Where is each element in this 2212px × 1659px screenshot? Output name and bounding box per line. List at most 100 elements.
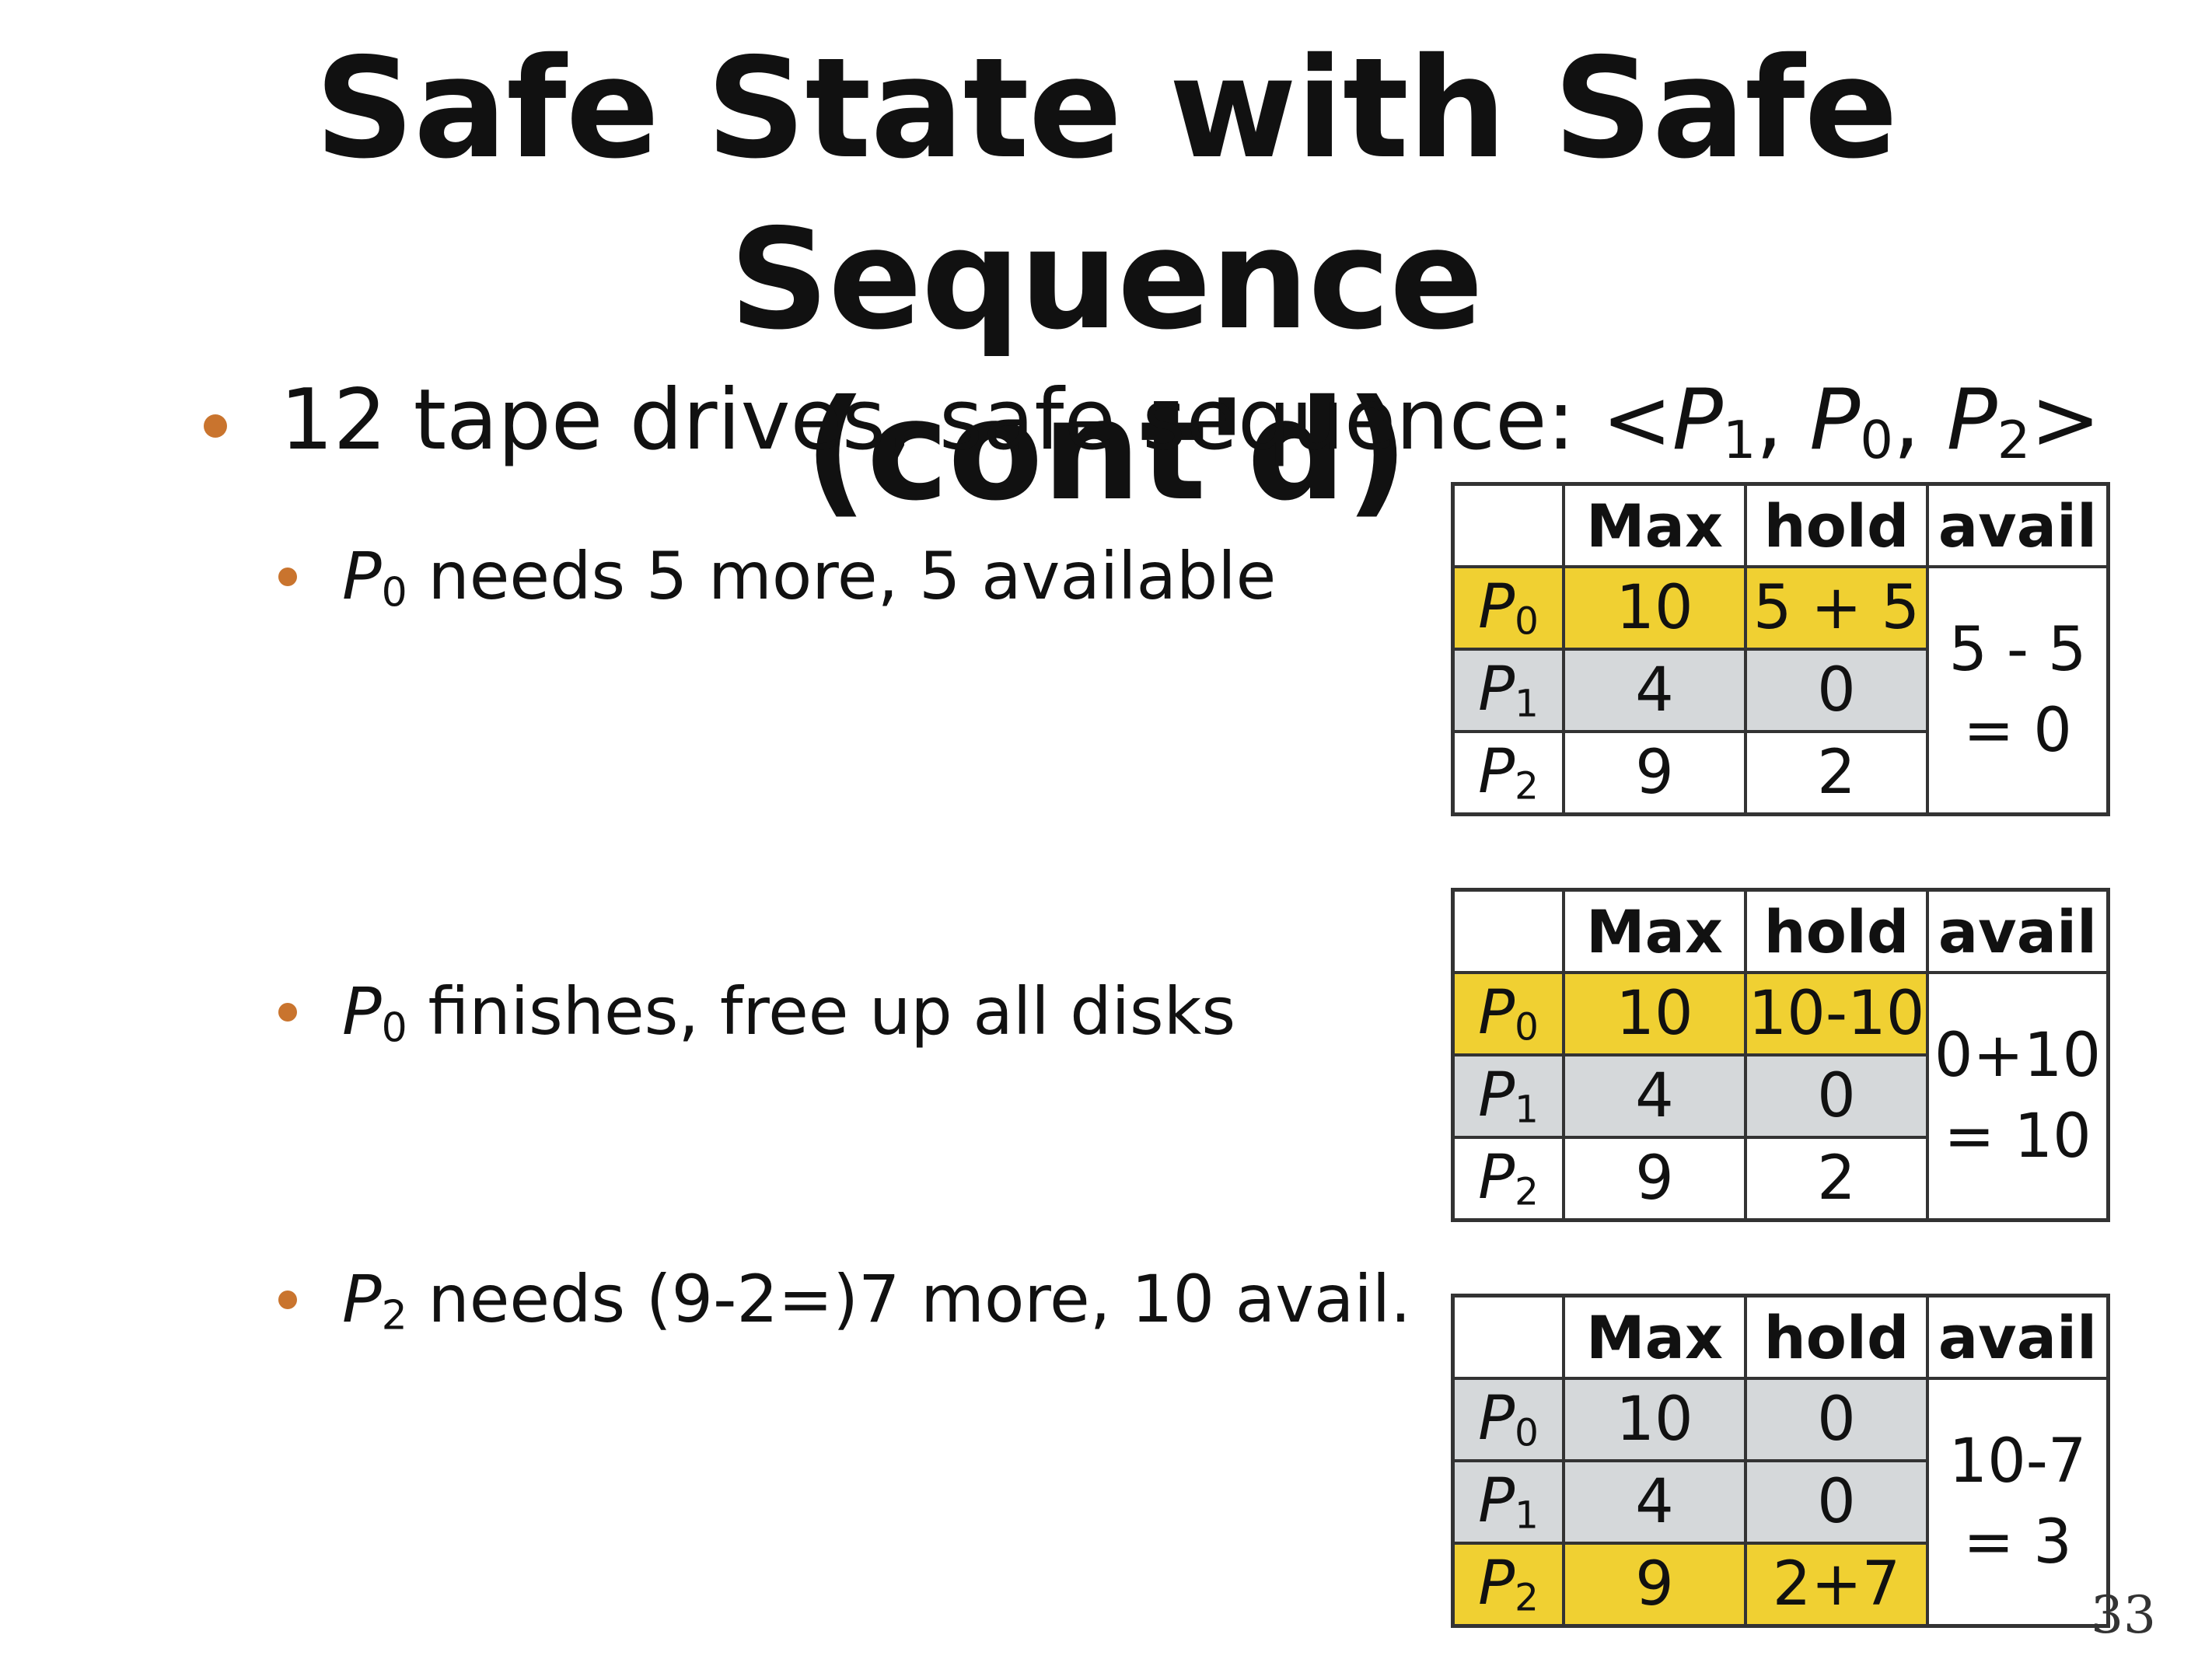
hold-cell: 10-10 (1744, 971, 1929, 1057)
page-number: 33 (2091, 1585, 2156, 1645)
hold-cell: 0 (1744, 1459, 1929, 1545)
sub-bullet-2-p: P (342, 973, 382, 1050)
sub-bullet-dot-2 (278, 1003, 297, 1022)
slide-title: Safe State with Safe Sequence (cont'd) (0, 23, 2212, 536)
max-cell: 4 (1562, 1459, 1747, 1545)
process-cell: P2 (1451, 1136, 1565, 1222)
hold-cell: 2 (1744, 730, 1929, 816)
process-sub: 1 (1515, 1088, 1539, 1132)
max-cell: 4 (1562, 1053, 1747, 1139)
process-sub: 0 (1515, 599, 1539, 644)
hold-cell: 5 + 5 (1744, 565, 1929, 651)
hold-cell: 0 (1744, 648, 1929, 733)
seq-p0-sub: 0 (1860, 410, 1893, 471)
process-letter: P (1478, 572, 1515, 643)
process-letter: P (1478, 978, 1515, 1049)
avail-cell: 10-7 = 3 (1926, 1377, 2110, 1628)
process-letter: P (1478, 1466, 1515, 1537)
max-cell: 10 (1562, 1377, 1747, 1462)
header-avail: avail (1926, 888, 2110, 974)
process-cell: P0 (1451, 565, 1565, 651)
table-row: P2 9 2 (1451, 730, 2109, 816)
bullet-dot (204, 414, 227, 438)
hold-cell: 0 (1744, 1377, 1929, 1462)
seq-p2: P (1946, 372, 1997, 469)
header-empty (1451, 482, 1565, 568)
bullet-main-text: 12 tape drives, safe sequence: < (280, 372, 1672, 469)
max-cell: 9 (1562, 730, 1747, 816)
avail-line-1: 10-7 (1948, 1427, 2087, 1497)
seq-p0: P (1809, 372, 1861, 469)
header-hold: hold (1744, 1294, 1929, 1380)
hold-cell: 2+7 (1744, 1542, 1929, 1628)
process-letter: P (1478, 1060, 1515, 1131)
table-row: P0 10 10-10 0+10 = 10 (1451, 971, 2110, 1222)
avail-line-1: 5 - 5 (1948, 615, 2087, 685)
allocation-table-1: Max hold avail P0 10 5 + 5 5 - 5 = 0 P1 … (1451, 482, 2110, 816)
avail-line-2: = 0 (1963, 696, 2072, 766)
sub-bullet-dot-3 (278, 1291, 297, 1309)
seq-p2-sub: 2 (1997, 410, 2031, 471)
sub-bullet-3-p: P (342, 1261, 382, 1337)
sub-bullet-1: P0 needs 5 more, 5 available (342, 538, 1276, 616)
process-cell: P1 (1451, 1053, 1565, 1139)
header-empty (1451, 888, 1565, 974)
table-row: P2 9 2 (1451, 1136, 2109, 1222)
table-header-row: Max hold avail (1451, 888, 2110, 974)
table-row: P0 10 5 + 5 5 - 5 = 0 (1451, 565, 2110, 816)
title-line-2: (cont'd) (804, 370, 1408, 531)
table-row: P1 4 0 (1451, 1053, 2109, 1139)
header-max: Max (1562, 482, 1747, 568)
hold-cell: 2 (1744, 1136, 1929, 1222)
process-sub: 2 (1515, 1170, 1539, 1214)
process-sub: 0 (1515, 1005, 1539, 1050)
max-cell: 10 (1562, 565, 1747, 651)
process-letter: P (1478, 737, 1515, 808)
sub-bullet-3-text: needs (9-2=)7 more, 10 avail. (407, 1261, 1411, 1337)
table-header-row: Max hold avail (1451, 482, 2110, 568)
header-max: Max (1562, 888, 1747, 974)
avail-cell: 0+10 = 10 (1926, 971, 2110, 1222)
process-cell: P1 (1451, 648, 1565, 733)
process-letter: P (1478, 1384, 1515, 1455)
sub-bullet-1-sub: 0 (381, 569, 407, 616)
process-sub: 2 (1515, 764, 1539, 809)
table-row: P1 4 0 (1451, 1459, 2109, 1545)
sub-bullet-3: P2 needs (9-2=)7 more, 10 avail. (342, 1261, 1411, 1339)
process-sub: 2 (1515, 1576, 1539, 1620)
sub-bullet-3-sub: 2 (381, 1292, 407, 1339)
sub-bullet-dot-1 (278, 568, 297, 586)
sub-bullet-2-text: finishes, free up all disks (407, 973, 1236, 1050)
seq-sep-2: , (1892, 372, 1947, 469)
header-avail: avail (1926, 482, 2110, 568)
max-cell: 10 (1562, 971, 1747, 1057)
header-max: Max (1562, 1294, 1747, 1380)
header-empty (1451, 1294, 1565, 1380)
sub-bullet-1-p: P (342, 538, 382, 614)
process-cell: P1 (1451, 1459, 1565, 1545)
avail-cell: 5 - 5 = 0 (1926, 565, 2110, 816)
avail-line-2: = 3 (1963, 1507, 2072, 1577)
table-row: P0 10 0 10-7 = 3 (1451, 1377, 2110, 1628)
process-sub: 1 (1515, 682, 1539, 726)
seq-p1-sub: 1 (1722, 410, 1756, 471)
bullet-main: 12 tape drives, safe sequence: <P1, P0, … (280, 372, 2101, 470)
avail-line-2: = 10 (1944, 1102, 2091, 1172)
process-sub: 1 (1515, 1493, 1539, 1538)
title-line-1: Safe State with Safe Sequence (314, 28, 1898, 360)
max-cell: 4 (1562, 648, 1747, 733)
process-sub: 0 (1515, 1411, 1539, 1455)
process-cell: P2 (1451, 1542, 1565, 1628)
process-letter: P (1478, 1549, 1515, 1619)
sub-bullet-2: P0 finishes, free up all disks (342, 973, 1235, 1051)
table-row: P2 9 2+7 (1451, 1542, 2109, 1628)
max-cell: 9 (1562, 1136, 1747, 1222)
header-avail: avail (1926, 1294, 2110, 1380)
seq-p1: P (1672, 372, 1723, 469)
allocation-table-3: Max hold avail P0 10 0 10-7 = 3 P1 4 0 P… (1451, 1294, 2110, 1628)
process-letter: P (1478, 655, 1515, 725)
avail-line-1: 0+10 (1934, 1021, 2102, 1091)
process-cell: P2 (1451, 730, 1565, 816)
seq-sep-1: , (1756, 372, 1810, 469)
sub-bullet-1-text: needs 5 more, 5 available (407, 538, 1277, 614)
